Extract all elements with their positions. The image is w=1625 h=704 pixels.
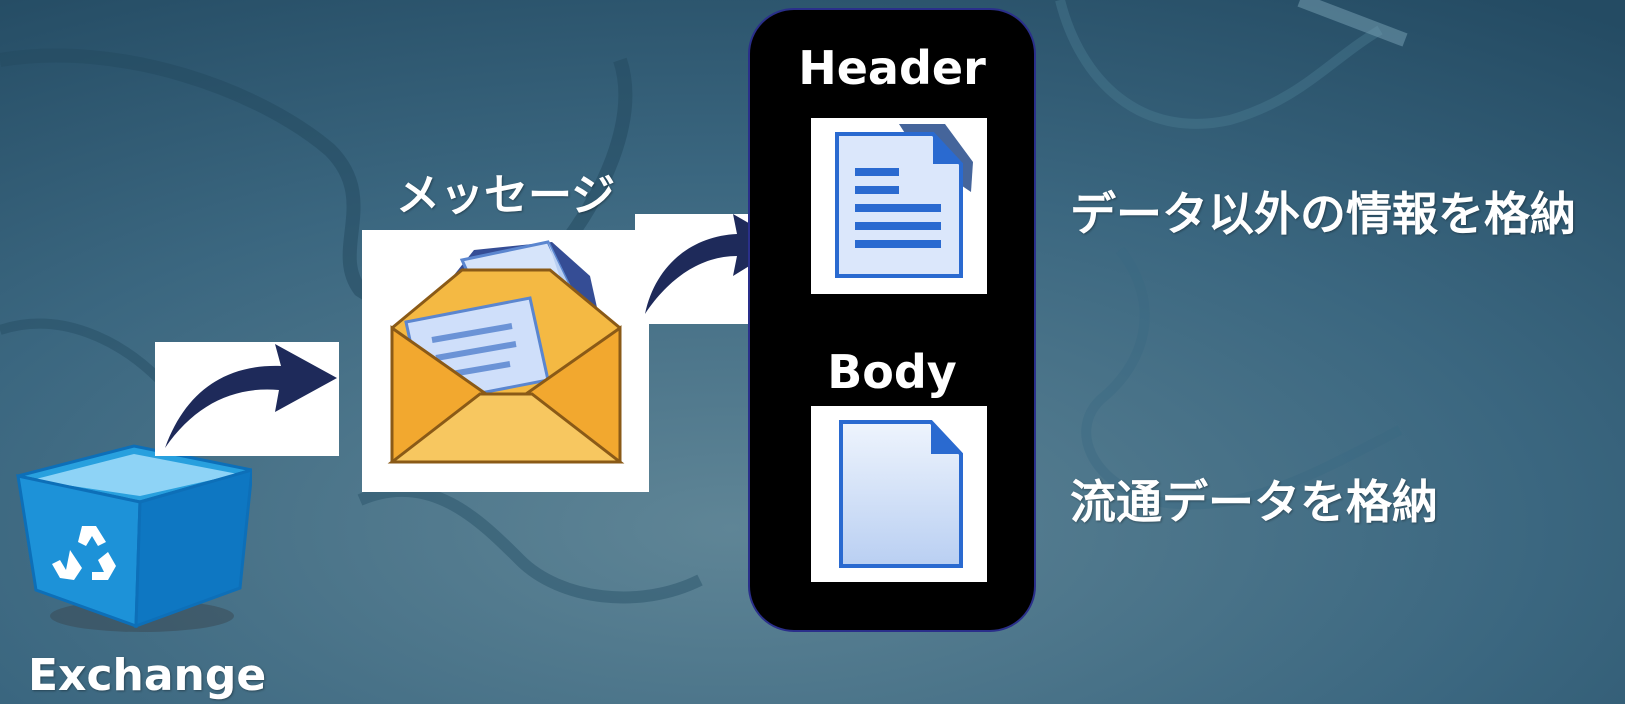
exchange-label: Exchange [28,650,267,701]
body-label: Body [827,345,957,399]
text-document-icon [835,124,973,278]
header-card [811,118,987,294]
body-description: 流通データを格納 [1070,475,1438,529]
message-card [362,230,649,492]
header-description: データ以外の情報を格納 [1070,187,1576,241]
curved-arrow-icon [165,344,337,448]
body-card [811,406,987,582]
message-label: メッセージ [396,170,616,221]
open-envelope-icon [387,240,625,464]
header-label: Header [798,41,986,95]
arrow-card-1 [155,342,339,456]
blank-document-icon [839,420,963,568]
recycle-bin-icon [16,444,252,632]
